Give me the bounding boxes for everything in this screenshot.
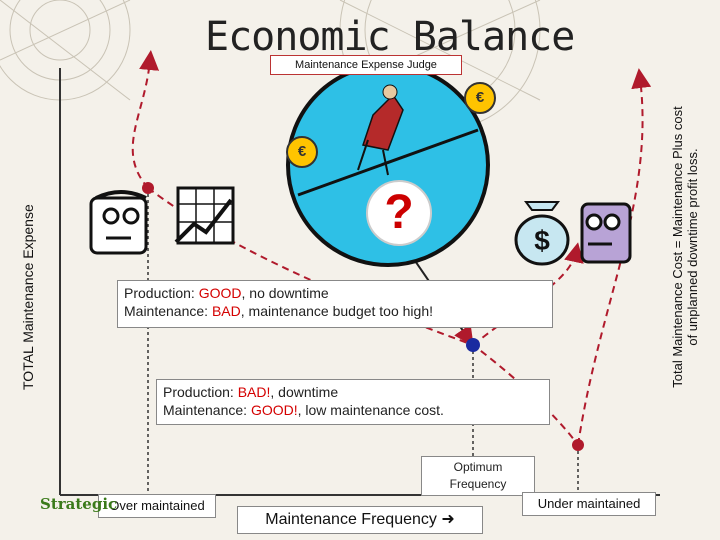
- over-maintenance-description: Production: GOOD, no downtime Maintenanc…: [117, 280, 553, 328]
- euro-coin-left: €: [286, 136, 318, 168]
- y-axis-left-label: TOTAL Maintenance Expense: [20, 204, 36, 390]
- optimum-frequency-label: Optimum Frequency: [421, 456, 535, 496]
- question-mark-icon: ?: [366, 180, 432, 246]
- under-maintained-label: Under maintained: [522, 492, 656, 516]
- money-bag-icon: $: [514, 201, 570, 266]
- y-axis-right-label: Total Maintenance Cost = Maintenance Plu…: [670, 106, 700, 388]
- maintenance-line-good: Maintenance: GOOD!, low maintenance cost…: [163, 402, 444, 418]
- growth-chart-icon: [174, 186, 235, 245]
- judge-label: Maintenance Expense Judge: [270, 55, 462, 75]
- maintenance-status: BAD: [211, 303, 241, 319]
- svg-text:$: $: [534, 225, 550, 256]
- euro-coin-top: €: [464, 82, 496, 114]
- production-line-good: Production: GOOD, no downtime: [124, 285, 329, 301]
- maintenance-line-bad: Maintenance: BAD, maintenance budget too…: [124, 303, 434, 319]
- production-status: GOOD: [198, 285, 242, 301]
- production-line-bad: Production: BAD!, downtime: [163, 384, 339, 400]
- consultant-right-icon: [580, 202, 632, 264]
- x-axis-label: Maintenance Frequency ➜: [237, 506, 483, 534]
- production-status: BAD!: [237, 384, 271, 400]
- strategic-logo: Strategic: [40, 495, 118, 513]
- consultant-left-icon: [89, 190, 148, 255]
- under-maintained-point: [572, 439, 584, 451]
- under-maintenance-description: Production: BAD!, downtime Maintenance: …: [156, 379, 550, 425]
- page-title: Economic Balance: [205, 14, 575, 60]
- optimum-point: [466, 338, 480, 352]
- over-maintenance-curve: [131, 50, 160, 189]
- over-maintained-label: Over maintained: [98, 494, 216, 518]
- maintenance-status: GOOD!: [250, 402, 298, 418]
- over-maintained-point: [142, 182, 154, 194]
- arrow-right-icon: ➜: [441, 511, 455, 528]
